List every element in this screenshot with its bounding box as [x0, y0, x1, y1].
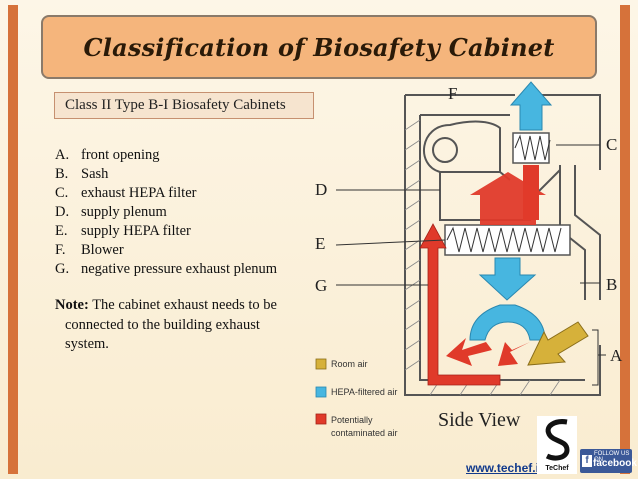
note-line-2: connected to the building exhaust — [65, 316, 260, 333]
fb-follow-text: FOLLOW US ON — [594, 451, 630, 463]
exhaust-hepa-filter — [512, 132, 551, 164]
contaminated-flow-right — [498, 342, 530, 366]
label-C: C — [606, 135, 617, 154]
front-opening-bracket — [592, 329, 606, 386]
note-paragraph: Note: The cabinet exhaust needs to be co… — [55, 296, 317, 355]
list-letter: G. — [55, 261, 70, 277]
list-text: exhaust HEPA filter — [81, 185, 197, 201]
label-B: B — [606, 275, 617, 294]
leader-lines — [335, 144, 600, 286]
downflow-blue-arrow — [478, 257, 537, 301]
list-item: B. Sash — [55, 165, 277, 184]
supply-hepa-filter — [444, 224, 571, 256]
list-item: G. negative pressure exhaust plenum — [55, 260, 277, 279]
list-item: F. Blower — [55, 241, 277, 260]
label-D: D — [315, 180, 327, 199]
list-text: Blower — [81, 242, 124, 258]
legend-contaminated-1: Potentially — [331, 415, 373, 425]
legend-room-air: Room air — [331, 359, 368, 369]
slide-frame — [8, 5, 630, 474]
blower — [423, 120, 501, 173]
contaminated-flow-left — [446, 338, 492, 366]
label-E: E — [315, 234, 325, 253]
subtitle-box: Class II Type B-I Biosafety Cabinets — [54, 92, 314, 119]
fb-brand-text: facebook — [593, 458, 637, 469]
legend: Room air HEPA-filtered air Potentially c… — [315, 358, 398, 438]
label-G: G — [315, 276, 327, 295]
side-view-caption: Side View — [438, 409, 521, 431]
website-link[interactable]: www.techef.in — [466, 461, 547, 475]
list-item: C. exhaust HEPA filter — [55, 184, 277, 203]
list-item: A. front opening — [55, 146, 277, 165]
facebook-icon: f — [582, 455, 592, 467]
list-letter: F. — [55, 242, 66, 258]
list-item: E. supply HEPA filter — [55, 222, 277, 241]
legend-hepa-air: HEPA-filtered air — [331, 387, 397, 397]
legend-swatch-contaminated — [315, 413, 327, 425]
techef-logo: TeChef — [537, 416, 577, 474]
list-text: front opening — [81, 147, 160, 163]
exhaust-air-arrow — [509, 81, 553, 131]
facebook-follow-button[interactable]: f FOLLOW US ON facebook — [580, 449, 637, 473]
list-text: Sash — [81, 166, 109, 182]
list-letter: E. — [55, 223, 68, 239]
label-A: A — [610, 346, 623, 365]
list-text: negative pressure exhaust plenum — [81, 261, 278, 277]
list-letter: A. — [55, 147, 70, 163]
note-line-3: system. — [65, 336, 109, 352]
legend-swatch-room-air — [315, 358, 327, 370]
note-line-1: The cabinet exhaust needs to be — [88, 297, 277, 313]
component-list: A. front opening B. Sash C. exhaust HEPA fi… — [55, 146, 277, 279]
list-letter: B. — [55, 166, 69, 182]
slide-title: Classification of Biosafety Cabinet — [83, 32, 555, 62]
list-letter: D. — [55, 204, 70, 220]
list-item: D. supply plenum — [55, 203, 277, 222]
title-banner: Classification of Biosafety Cabinet — [41, 15, 597, 79]
wall-hatching — [404, 119, 561, 396]
note-label: Note: — [55, 297, 89, 313]
plenum-red-arrow — [470, 172, 546, 225]
list-letter: C. — [55, 185, 69, 201]
label-F: F — [448, 84, 457, 103]
logo-text: TeChef — [545, 465, 569, 472]
negative-pressure-plenum-flow — [419, 223, 501, 386]
list-text: supply HEPA filter — [81, 223, 191, 239]
split-flow-blue — [469, 304, 546, 341]
legend-contaminated-2: contaminated air — [331, 428, 398, 438]
slide-subtitle: Class II Type B-I Biosafety Cabinets — [65, 97, 286, 113]
room-air-arrow — [527, 321, 589, 366]
legend-swatch-hepa-air — [315, 386, 327, 398]
list-text: supply plenum — [81, 204, 167, 220]
techef-logo-mark: TeChef — [545, 419, 570, 472]
